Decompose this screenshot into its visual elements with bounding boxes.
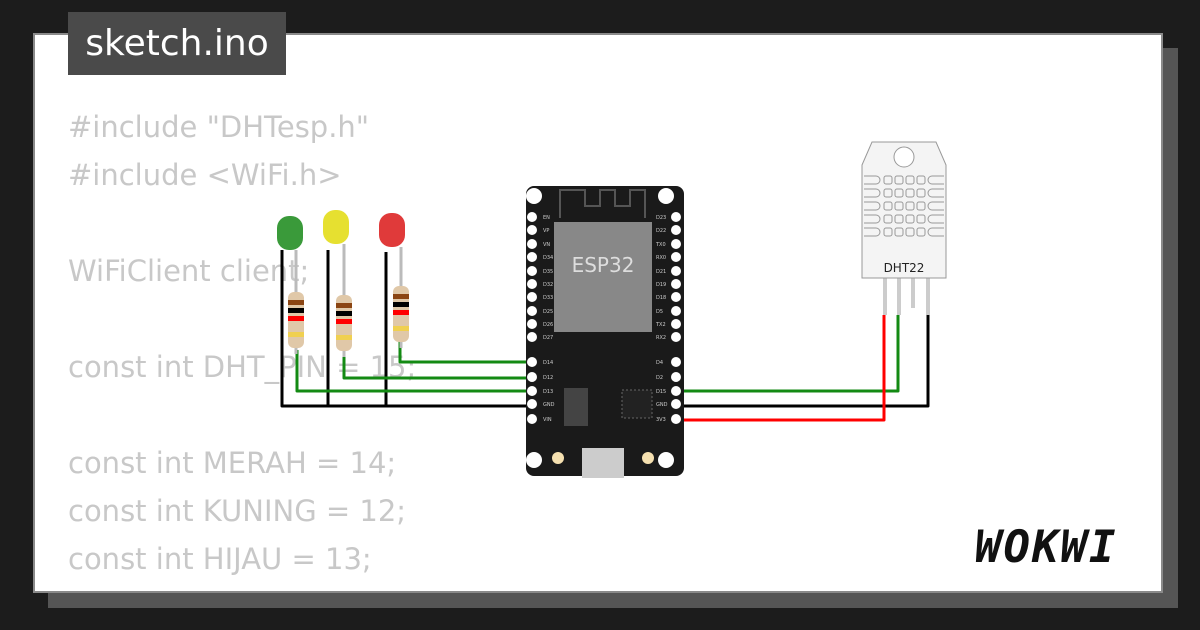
- pin-left[interactable]: [527, 225, 537, 235]
- esp32-chip: [554, 222, 652, 332]
- pin-label: D26: [543, 322, 553, 328]
- pin-right[interactable]: [671, 292, 681, 302]
- pin-left[interactable]: [527, 386, 537, 396]
- pin-right[interactable]: [671, 252, 681, 262]
- pin-label: VIN: [543, 417, 552, 423]
- pin-label: TX0: [655, 242, 666, 248]
- pin-label: D32: [543, 282, 553, 288]
- pin-label: D25: [543, 309, 553, 315]
- pin-label: D12: [543, 375, 553, 381]
- pin-label: GND: [656, 402, 668, 408]
- pin-right[interactable]: [671, 357, 681, 367]
- led-green[interactable]: [277, 216, 303, 250]
- code-line: const int MERAH = 14;: [68, 446, 397, 480]
- pin-label: D2: [656, 375, 663, 381]
- pin-label: D22: [656, 228, 666, 234]
- pin-right[interactable]: [671, 212, 681, 222]
- pin-right[interactable]: [671, 225, 681, 235]
- boot-button[interactable]: [552, 452, 564, 464]
- pin-right[interactable]: [671, 266, 681, 276]
- mount-hole: [526, 452, 542, 468]
- file-title: sketch.ino: [68, 12, 286, 75]
- pin-right[interactable]: [671, 239, 681, 249]
- pin-right[interactable]: [671, 319, 681, 329]
- sensor-label: DHT22: [884, 261, 925, 275]
- pin-label: VN: [543, 242, 550, 248]
- pin-label: D23: [656, 215, 666, 221]
- mount-hole: [526, 188, 542, 204]
- wire-green-d14: [398, 340, 533, 364]
- pin-left[interactable]: [527, 306, 537, 316]
- mount-hole: [658, 452, 674, 468]
- pin-label: EN: [543, 215, 550, 221]
- code-line: const int DHT_PIN = 15;: [68, 350, 417, 384]
- dht22-sensor: DHT22: [861, 141, 947, 315]
- pin-label: D15: [656, 389, 666, 395]
- pin-label: GND: [543, 402, 555, 408]
- code-preview: #include "DHTesp.h" #include <WiFi.h> WiFi…: [68, 103, 416, 583]
- pin-left[interactable]: [527, 239, 537, 249]
- pin-left[interactable]: [527, 319, 537, 329]
- wire-green-d15: [676, 315, 900, 393]
- pin-label: 3V3: [656, 417, 666, 423]
- reset-button[interactable]: [642, 452, 654, 464]
- pin-right[interactable]: [671, 332, 681, 342]
- pin-label: D21: [656, 269, 666, 275]
- pin-label: D4: [656, 360, 663, 366]
- code-line: WiFiClient client;: [68, 254, 310, 288]
- wokwi-logo: WOKWI: [975, 522, 1118, 573]
- pin-left[interactable]: [527, 414, 537, 424]
- mount-hole: [658, 188, 674, 204]
- board-label: ESP32: [572, 253, 635, 277]
- pin-left[interactable]: [527, 357, 537, 367]
- wire-red-3v3: [676, 315, 886, 422]
- pin-left[interactable]: [527, 252, 537, 262]
- wire-green-d12: [342, 350, 533, 380]
- pin-label: D13: [543, 389, 553, 395]
- pin-right[interactable]: [671, 414, 681, 424]
- usb-port: [582, 448, 624, 478]
- pin-label: RX2: [656, 335, 666, 341]
- pin-label: TX2: [655, 322, 666, 328]
- pin-left[interactable]: [527, 212, 537, 222]
- code-line: #include <WiFi.h>: [68, 158, 342, 192]
- wire-green-d13: [295, 350, 533, 393]
- pin-right[interactable]: [671, 372, 681, 382]
- pin-label: D33: [543, 295, 553, 301]
- pin-right[interactable]: [671, 386, 681, 396]
- code-line: const int KUNING = 12;: [68, 494, 407, 528]
- pin-label: RX0: [656, 255, 666, 261]
- pin-right[interactable]: [671, 279, 681, 289]
- pin-label: D14: [543, 360, 553, 366]
- pin-left[interactable]: [527, 266, 537, 276]
- pin-left[interactable]: [527, 399, 537, 409]
- led-yellow[interactable]: [323, 210, 349, 244]
- code-line: const int HIJAU = 13;: [68, 542, 372, 576]
- pin-label: VP: [543, 228, 549, 234]
- pin-label: D34: [543, 255, 553, 261]
- code-line: #include "DHTesp.h": [68, 110, 370, 144]
- pin-right[interactable]: [671, 306, 681, 316]
- pin-left[interactable]: [527, 332, 537, 342]
- pin-left[interactable]: [527, 292, 537, 302]
- pin-label: D18: [656, 295, 666, 301]
- pin-label: D35: [543, 269, 553, 275]
- led-red[interactable]: [379, 213, 405, 247]
- pin-label: D19: [656, 282, 666, 288]
- pin-left[interactable]: [527, 279, 537, 289]
- pin-label: D5: [656, 309, 663, 315]
- pin-label: D27: [543, 335, 553, 341]
- pin-left[interactable]: [527, 372, 537, 382]
- pin-right[interactable]: [671, 399, 681, 409]
